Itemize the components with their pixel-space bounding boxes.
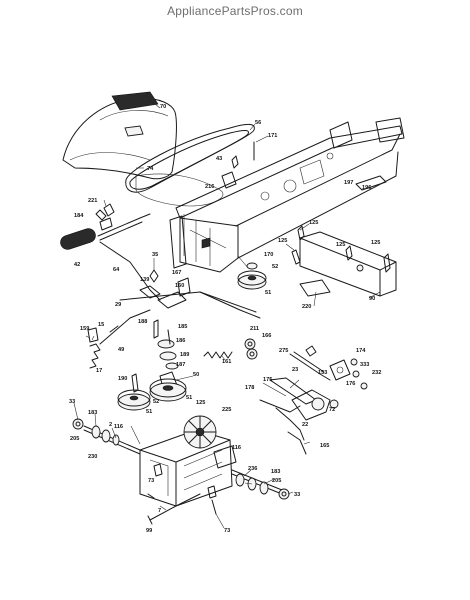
callout-211: 211 — [250, 326, 259, 332]
callout-116a: 116 — [114, 424, 123, 430]
callout-50: 50 — [193, 372, 199, 378]
callout-333: 333 — [360, 362, 369, 368]
callout-183b: 183 — [271, 469, 280, 475]
callout-56: 56 — [255, 120, 261, 126]
callout-230: 230 — [88, 454, 97, 460]
callout-186: 186 — [176, 338, 185, 344]
callout-205b: 205 — [272, 478, 281, 484]
callout-116b: 116 — [232, 445, 241, 451]
leader-lines — [73, 99, 381, 529]
callout-29: 29 — [115, 302, 121, 308]
lift-handle — [60, 209, 161, 301]
callout-185: 185 — [178, 324, 187, 330]
callout-166: 166 — [262, 333, 271, 339]
callout-52b: 52 — [153, 399, 159, 405]
callout-2: 2 — [109, 422, 112, 428]
clutch-idler-group — [131, 319, 179, 393]
callout-labels: 70 56 171 43 74 216 197 196 221 184 42 1… — [69, 104, 381, 534]
callout-125c: 125 — [336, 242, 345, 248]
shift-lever-group — [259, 345, 368, 455]
callout-99: 99 — [146, 528, 152, 534]
callout-43: 43 — [216, 156, 222, 162]
callout-178: 178 — [245, 385, 254, 391]
callout-74: 74 — [147, 166, 154, 172]
callout-205a: 205 — [70, 436, 79, 442]
callout-183a: 183 — [88, 410, 97, 416]
callout-90: 90 — [369, 296, 375, 302]
callout-175: 175 — [263, 377, 272, 383]
callout-64: 64 — [113, 267, 120, 273]
lower-rods — [147, 493, 217, 525]
callout-15: 15 — [98, 322, 104, 328]
callout-184: 184 — [74, 213, 84, 219]
callout-189: 189 — [180, 352, 189, 358]
callout-42: 42 — [74, 262, 80, 268]
tractor-frame — [169, 117, 405, 273]
callout-125b: 125 — [278, 238, 287, 244]
callout-51c: 51 — [146, 409, 152, 415]
callout-216: 216 — [205, 184, 214, 190]
callout-51a: 51 — [265, 290, 271, 296]
callout-197: 197 — [344, 180, 353, 186]
callout-73a: 73 — [148, 478, 154, 484]
callout-232: 232 — [372, 370, 381, 376]
callout-35: 35 — [152, 252, 158, 258]
spring-and-bolt — [85, 327, 101, 369]
callout-125d: 125 — [371, 240, 380, 246]
callout-220: 220 — [302, 304, 311, 310]
callout-236: 236 — [248, 466, 257, 472]
callout-171: 171 — [268, 133, 277, 139]
callout-174: 174 — [356, 348, 366, 354]
callout-51b: 51 — [186, 395, 192, 401]
misc-hardware — [99, 141, 391, 273]
callout-188: 188 — [138, 319, 147, 325]
callout-190: 190 — [118, 376, 127, 382]
callout-167: 167 — [172, 270, 181, 276]
callout-153: 153 — [318, 370, 327, 376]
callout-52a: 52 — [272, 264, 278, 270]
callout-7: 7 — [158, 508, 161, 514]
callout-70: 70 — [160, 104, 166, 110]
left-axle-washers — [72, 418, 120, 446]
callout-139: 139 — [140, 277, 149, 283]
brake-linkage — [99, 269, 261, 345]
tension-spring — [203, 351, 233, 359]
transaxle — [139, 415, 237, 507]
callout-196: 196 — [362, 185, 371, 191]
callout-17: 17 — [96, 368, 102, 374]
callout-159: 159 — [80, 326, 89, 332]
callout-49: 49 — [118, 347, 124, 353]
callout-125e: 125 — [196, 400, 205, 406]
callout-160: 160 — [175, 283, 184, 289]
drive-belt — [125, 123, 255, 207]
callout-221: 221 — [88, 198, 97, 204]
bracket-assembly — [299, 231, 397, 297]
callout-22: 22 — [302, 422, 308, 428]
idler-pulley-upper — [237, 262, 267, 290]
callout-125a: 125 — [309, 220, 318, 226]
callout-23: 23 — [292, 367, 298, 373]
callout-176: 176 — [346, 381, 355, 387]
callout-33b: 33 — [294, 492, 300, 498]
washer-pair — [244, 338, 258, 360]
fender-hood — [62, 91, 177, 180]
callout-275: 275 — [279, 348, 288, 354]
callout-170: 170 — [264, 252, 273, 258]
callout-72: 72 — [329, 407, 335, 413]
callout-225: 225 — [222, 407, 231, 413]
callout-165: 165 — [320, 443, 329, 449]
callout-73b: 73 — [224, 528, 230, 534]
callout-161: 161 — [222, 359, 231, 365]
callout-33a: 33 — [69, 399, 75, 405]
callout-187: 187 — [176, 362, 185, 368]
lower-pulleys — [117, 378, 187, 411]
watermark: AppliancePartsPros.com — [167, 4, 303, 18]
